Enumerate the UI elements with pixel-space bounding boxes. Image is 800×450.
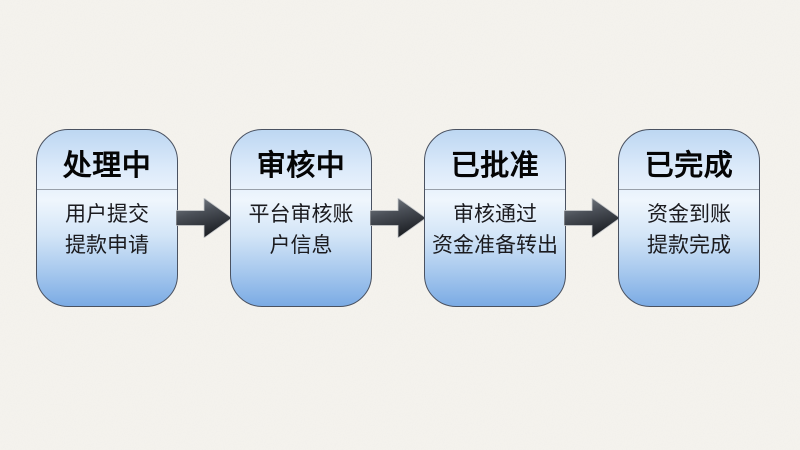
step-title: 已完成 (619, 130, 759, 190)
step-description-line: 平台审核账 (248, 203, 354, 226)
flow-arrow-zone (564, 198, 620, 238)
step-description-line: 审核通过 (453, 203, 537, 226)
step-description-line: 提款完成 (647, 234, 731, 257)
step-description: 资金到账 提款完成 (619, 190, 759, 306)
step-title: 已批准 (425, 130, 565, 190)
right-arrow-icon (564, 198, 620, 238)
step-description-line: 资金到账 (647, 203, 731, 226)
step-description-line: 户信息 (269, 234, 333, 257)
step-card-processing: 处理中 用户提交 提款申请 (36, 129, 178, 307)
right-arrow-icon (370, 198, 426, 238)
step-card-approved: 已批准 审核通过 资金准备转出 (424, 129, 566, 307)
right-arrow-icon (176, 198, 232, 238)
step-description-line: 资金准备转出 (432, 234, 558, 257)
step-description: 平台审核账 户信息 (231, 190, 371, 306)
step-description-line: 用户提交 (65, 203, 149, 226)
flow-arrow-zone (176, 198, 232, 238)
step-description-line: 提款申请 (65, 234, 149, 257)
step-title: 处理中 (37, 130, 177, 190)
step-card-completed: 已完成 资金到账 提款完成 (618, 129, 760, 307)
process-flow: 处理中 用户提交 提款申请 审核中 平台审核账 户信息 (36, 129, 760, 307)
step-title: 审核中 (231, 130, 371, 190)
flow-arrow-zone (370, 198, 426, 238)
step-card-reviewing: 审核中 平台审核账 户信息 (230, 129, 372, 307)
step-description: 审核通过 资金准备转出 (425, 190, 565, 306)
step-description: 用户提交 提款申请 (37, 190, 177, 306)
